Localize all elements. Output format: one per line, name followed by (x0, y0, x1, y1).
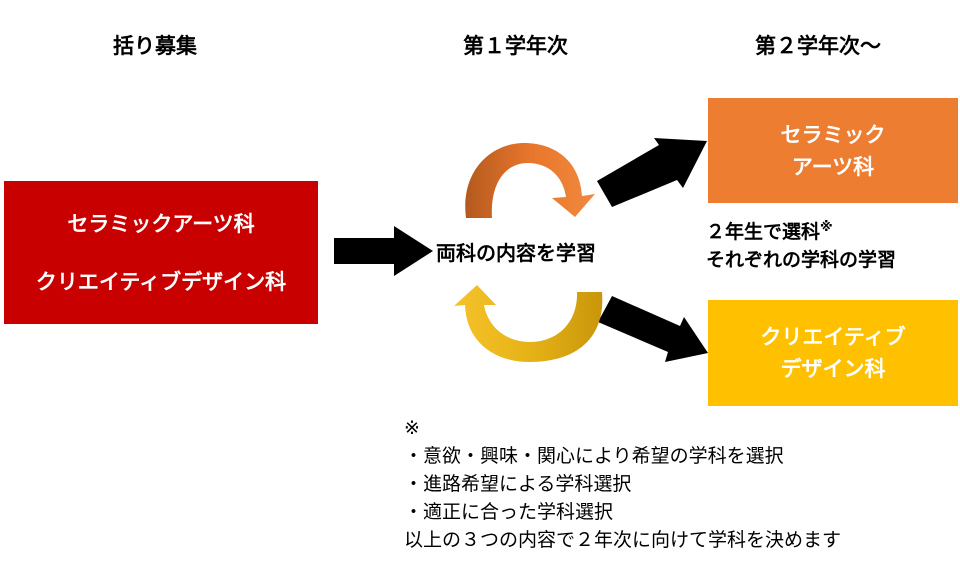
ceramic-box-line1: セラミック (780, 122, 886, 147)
arrow-to-middle (334, 226, 433, 276)
choice-line1-text: ２年生で選科 (706, 221, 821, 243)
left-box-line1: セラミックアーツ科 (67, 211, 255, 236)
header-second-year: 第２学年次～ (755, 34, 881, 58)
note-item: ・進路希望による学科選択 (404, 473, 632, 495)
left-box-line2: クリエイティブデザイン科 (35, 269, 287, 294)
ceramic-box-line2: アーツ科 (791, 154, 875, 179)
cycle-arrow-top (465, 143, 595, 218)
choice-note-mark: ※ (820, 220, 833, 235)
creative-box-line1: クリエイティブ (760, 325, 906, 349)
cycle-arrow-bottom (454, 285, 603, 362)
arrow-to-ceramic (597, 138, 707, 207)
choice-line1: ２年生で選科※ (706, 218, 896, 246)
note-summary: 以上の３つの内容で２年次に向けて学科を決めます (404, 529, 842, 551)
creative-design-box: クリエイティブ デザイン科 (708, 300, 958, 406)
ceramic-arts-box: セラミック アーツ科 (708, 98, 958, 203)
middle-label: 両科の内容を学習 (436, 241, 596, 265)
note-section: ※ ・意欲・興味・関心により希望の学科を選択 ・進路希望による学科選択 ・適正に… (404, 414, 841, 554)
note-mark: ※ (404, 417, 420, 439)
choice-line2: それぞれの学科の学習 (706, 249, 897, 271)
note-item: ・適正に合った学科選択 (404, 501, 614, 523)
arrow-to-creative (598, 296, 708, 362)
header-first-year: 第１学年次 (463, 34, 568, 58)
combined-recruitment-box: セラミックアーツ科 クリエイティブデザイン科 (4, 181, 318, 324)
choice-text: ２年生で選科※ それぞれの学科の学習 (706, 218, 896, 274)
header-recruitment: 括り募集 (113, 34, 197, 58)
note-item: ・意欲・興味・関心により希望の学科を選択 (404, 445, 784, 467)
creative-box-line2: デザイン科 (780, 357, 886, 381)
